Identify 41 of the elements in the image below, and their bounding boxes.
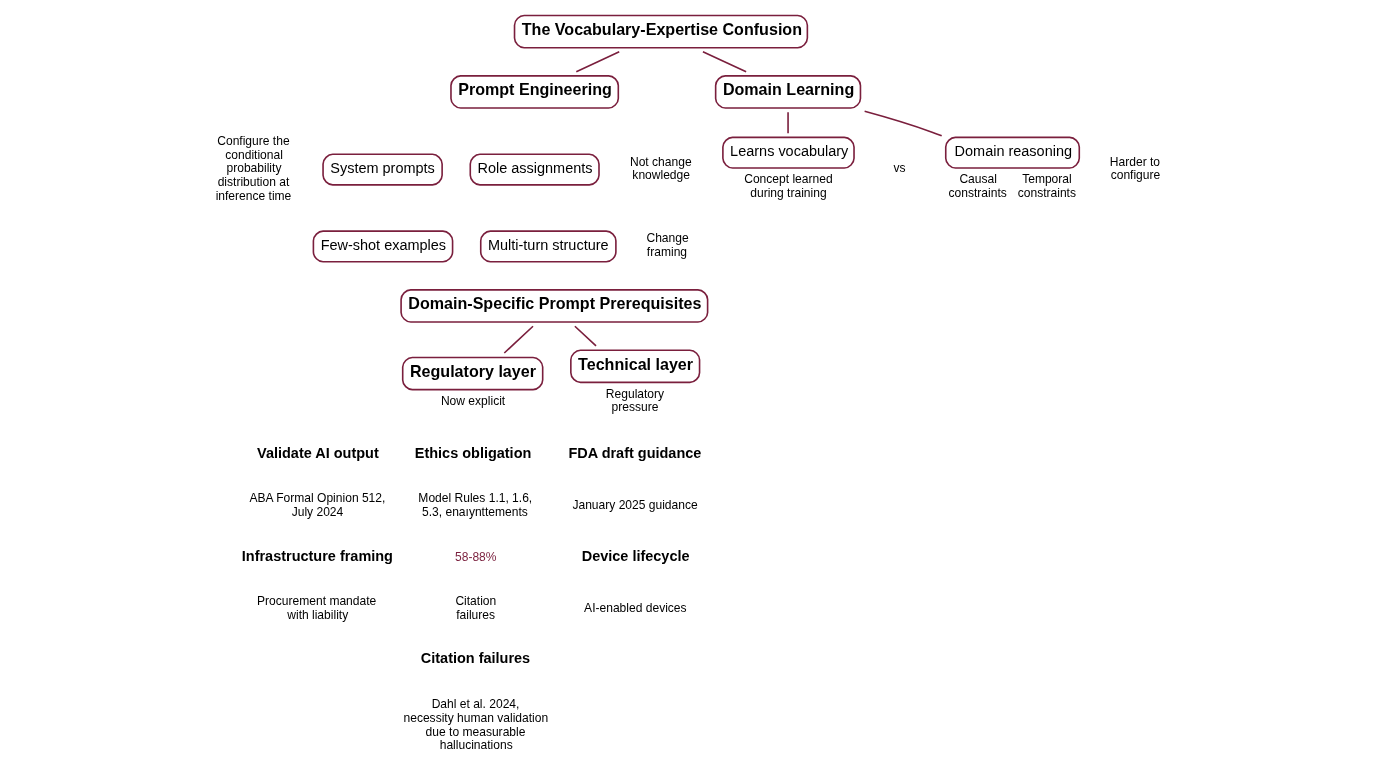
node-box: Multi-turn structure xyxy=(479,230,617,263)
node-label: Regulatory pressure xyxy=(605,386,664,415)
node-box: System prompts xyxy=(321,153,443,186)
node-label: Now explicit xyxy=(440,393,505,408)
node-box: Learns vocabulary xyxy=(721,136,855,169)
label: ABA Formal Opinion 512, July 2024 xyxy=(248,491,385,519)
label: Model Rules 1.1, 1.6, 5.3, enaıynttements xyxy=(417,491,532,519)
label: vs xyxy=(892,161,905,176)
label: Device lifecycle xyxy=(581,547,689,564)
connector xyxy=(573,325,597,347)
node-box: Domain-Specific Prompt Prerequisites xyxy=(399,289,708,323)
label: FDA draft guidance xyxy=(567,444,701,461)
node-label: Temporal constraints xyxy=(1017,172,1076,200)
label: January 2025 guidance xyxy=(571,498,698,513)
connector xyxy=(786,111,789,135)
label: Citation failures xyxy=(420,650,530,667)
node-box: Technical layer xyxy=(569,349,700,384)
node-label: Causal constraints xyxy=(948,172,1007,200)
label: 58-88% xyxy=(454,549,497,564)
label: Citation failures xyxy=(454,594,496,622)
connector xyxy=(503,325,534,354)
label: Infrastructure framing xyxy=(241,547,393,564)
node-box: Domain reasoning xyxy=(944,136,1080,169)
node-box: The Vocabulary-Expertise Confusion xyxy=(513,14,808,49)
node-box: Role assignments xyxy=(468,153,600,186)
label: Validate AI output xyxy=(256,444,379,461)
label: Change framing xyxy=(645,231,689,260)
label: Procurement mandate with liability xyxy=(256,594,376,622)
node-box: Prompt Engineering xyxy=(449,75,619,109)
label: Not change knowledge xyxy=(629,154,692,183)
label: Configure the conditional probability distribution at inference time xyxy=(215,134,291,203)
connector xyxy=(575,51,620,73)
label: Ethics obligation xyxy=(414,444,531,461)
node-box: Domain Learning xyxy=(714,75,861,109)
label: Harder to configure xyxy=(1109,154,1160,183)
node-box: Few-shot examples xyxy=(312,230,453,263)
connector xyxy=(863,110,942,137)
node-label: Concept learned during training xyxy=(743,172,833,200)
label: Dahl et al. 2024, necessity human validation due to measurable hallucinations xyxy=(403,697,548,753)
node-box: Regulatory layer xyxy=(401,356,543,391)
label: AI-enabled devices xyxy=(583,601,687,616)
